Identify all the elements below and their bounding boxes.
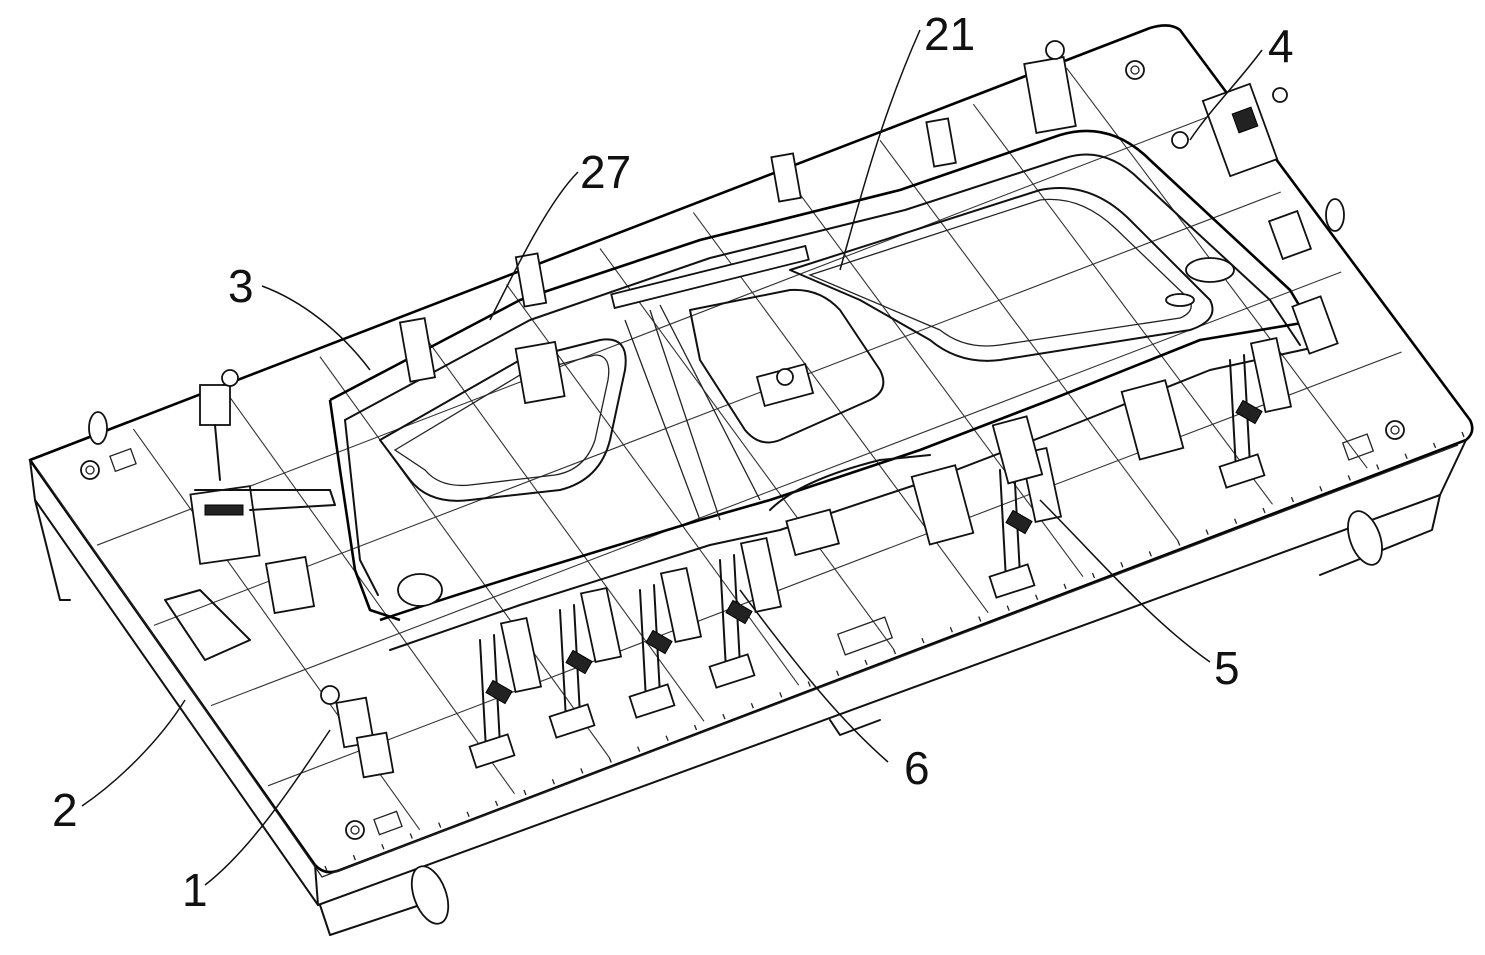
edge-tick bbox=[409, 833, 413, 839]
edge-tick bbox=[466, 811, 470, 817]
lifting-lug-front-left bbox=[410, 865, 450, 925]
edge-tick bbox=[1347, 475, 1351, 481]
edge-tick bbox=[779, 692, 783, 698]
label-5: 5 bbox=[1214, 642, 1240, 694]
edge-tick bbox=[523, 789, 527, 796]
label-6: 6 bbox=[904, 742, 930, 794]
edge-tick bbox=[693, 724, 698, 731]
leader-lines bbox=[81, 29, 1263, 886]
clamp-unit bbox=[468, 616, 543, 769]
clamp-unit bbox=[548, 586, 623, 739]
grid-line-cross bbox=[599, 248, 894, 650]
edge-tick bbox=[1262, 507, 1266, 514]
edge-tick bbox=[1006, 605, 1010, 611]
base-plate bbox=[28, 24, 1474, 936]
label-2: 2 bbox=[52, 784, 78, 836]
edge-tick bbox=[836, 670, 840, 676]
edge-tick bbox=[722, 713, 726, 720]
edge-tick bbox=[494, 800, 499, 807]
edge-tick bbox=[1205, 529, 1209, 535]
grid-line-long bbox=[153, 191, 1281, 626]
lifting-lugs bbox=[88, 198, 1383, 925]
grid-line-long bbox=[267, 351, 1402, 787]
grid-line-cross bbox=[412, 320, 705, 722]
lifting-lug-rear-right bbox=[1325, 198, 1345, 232]
reference-grid bbox=[96, 67, 1465, 872]
clamp-units bbox=[468, 336, 1293, 769]
leader-5 bbox=[1039, 499, 1211, 663]
edge-tick bbox=[949, 627, 953, 633]
edge-tick bbox=[580, 768, 584, 774]
grid-line-long bbox=[210, 271, 1342, 707]
leader-2 bbox=[81, 699, 186, 807]
edge-tick bbox=[1035, 594, 1039, 600]
label-1: 1 bbox=[182, 864, 208, 916]
edge-tick bbox=[381, 844, 385, 850]
edge-tick bbox=[324, 865, 328, 872]
label-27: 27 bbox=[580, 146, 631, 198]
edge-tick bbox=[637, 746, 641, 752]
right-clamp-assembly bbox=[1023, 40, 1339, 355]
lifting-lug-front-right bbox=[1347, 510, 1383, 566]
edge-tick bbox=[892, 648, 897, 655]
part-body bbox=[328, 129, 1326, 651]
leader-4 bbox=[1189, 49, 1263, 141]
label-4: 4 bbox=[1268, 20, 1294, 72]
edge-tick bbox=[1376, 464, 1380, 470]
leader-6 bbox=[739, 589, 889, 763]
clamp-unit bbox=[708, 536, 783, 689]
edge-tick bbox=[864, 659, 868, 666]
grid-line-cross bbox=[319, 356, 610, 758]
edge-tick bbox=[1233, 518, 1238, 525]
edge-tick bbox=[1177, 540, 1181, 546]
edge-tick bbox=[750, 703, 754, 709]
left-clamp-assembly bbox=[164, 369, 395, 779]
edge-tick bbox=[1091, 572, 1096, 579]
clamp-unit bbox=[1218, 336, 1293, 489]
edge-tick bbox=[438, 822, 442, 828]
edge-tick bbox=[665, 735, 669, 742]
reference-numerals: 3 27 21 4 5 6 2 1 bbox=[52, 8, 1294, 916]
leader-21 bbox=[839, 29, 921, 271]
support-blocks bbox=[398, 117, 1185, 557]
edge-tick bbox=[921, 637, 925, 644]
leader-3 bbox=[261, 285, 371, 371]
leader-1 bbox=[204, 729, 331, 886]
edge-tick bbox=[1461, 431, 1465, 438]
edge-tick bbox=[1063, 583, 1067, 590]
edge-tick bbox=[352, 854, 357, 861]
edge-tick bbox=[978, 616, 982, 622]
edge-tick bbox=[1120, 561, 1124, 568]
edge-tick bbox=[1432, 442, 1437, 449]
edge-tick bbox=[1290, 496, 1295, 503]
grid-line-long bbox=[96, 111, 1221, 546]
edge-tick bbox=[1319, 486, 1323, 492]
edge-tick bbox=[551, 778, 556, 785]
leader-27 bbox=[489, 171, 579, 321]
reference-bushings bbox=[80, 60, 1405, 840]
label-21: 21 bbox=[924, 8, 975, 60]
edge-tick bbox=[1404, 453, 1408, 459]
edge-tick bbox=[608, 757, 612, 763]
clamp-unit bbox=[628, 566, 703, 719]
label-3: 3 bbox=[228, 260, 254, 312]
edge-tick bbox=[1148, 551, 1152, 557]
grid-line-cross bbox=[226, 392, 515, 794]
lifting-lug-rear-left bbox=[88, 411, 108, 445]
edge-tick bbox=[807, 681, 811, 687]
